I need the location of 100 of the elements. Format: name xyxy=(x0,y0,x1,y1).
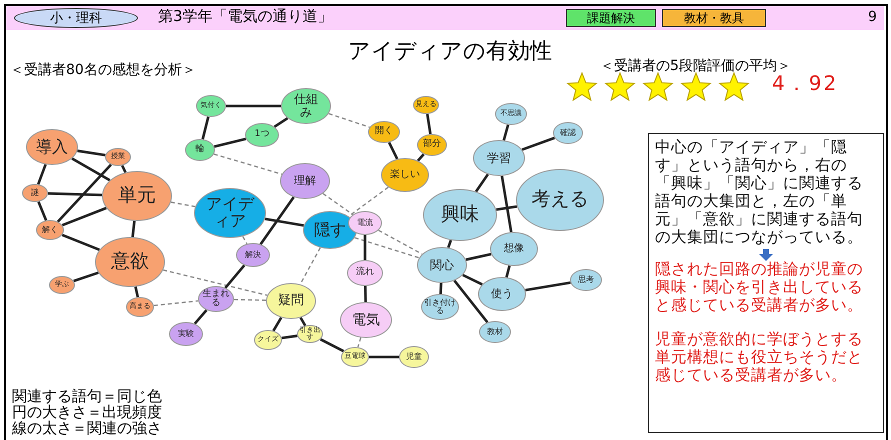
category-tag: 課題解決 xyxy=(566,9,656,27)
heading-text: 9 xyxy=(868,9,877,25)
link-line xyxy=(194,309,208,325)
word-circle xyxy=(340,302,392,338)
link-line xyxy=(388,142,398,160)
title-text: アイディアの有効性 xyxy=(347,38,553,66)
link-line xyxy=(505,265,511,278)
link-line xyxy=(453,280,488,324)
word-label: 教材 xyxy=(487,328,503,336)
dashed-link-line xyxy=(234,298,266,301)
word-circle xyxy=(421,294,459,320)
link-line xyxy=(37,201,48,221)
dashed-link-line xyxy=(348,186,389,217)
word-label: 疑問 xyxy=(278,294,304,308)
word-circle xyxy=(95,237,165,287)
link-line xyxy=(201,116,210,140)
word-label: 理解 xyxy=(294,175,316,187)
link-line xyxy=(131,220,136,238)
dashed-link-line xyxy=(378,230,422,255)
word-circle xyxy=(36,220,64,240)
link-line xyxy=(447,240,452,248)
link-line xyxy=(274,117,288,128)
link-line xyxy=(282,334,298,340)
dashed-link-line xyxy=(170,202,196,208)
word-label: 意欲 xyxy=(111,252,149,272)
dashed-link-line xyxy=(357,337,362,348)
word-label: 興味 xyxy=(441,205,479,225)
comment-box xyxy=(648,133,884,433)
legend-note: 関連する語句＝同じ色 xyxy=(12,388,162,404)
word-circle xyxy=(281,88,331,124)
link-line xyxy=(522,136,556,151)
word-label: 生まれる xyxy=(202,290,230,308)
word-label: 1つ xyxy=(254,130,270,140)
link-line xyxy=(439,282,442,294)
heading-text: 第3学年「電気の通り道」 xyxy=(158,8,333,24)
dashed-link-line xyxy=(322,192,354,216)
link-line xyxy=(264,218,304,227)
comment-text: 隠された回路の推論が児童の興味・関心を引き出していると感じている受講者が多い。 xyxy=(655,260,864,314)
dashed-link-line xyxy=(328,112,370,128)
word-circle xyxy=(570,269,602,291)
word-circle xyxy=(479,321,511,343)
word-circle xyxy=(303,211,357,249)
word-circle xyxy=(49,276,75,294)
heading-text: ＜受講者の5段階評価の平均＞ xyxy=(600,58,791,74)
dashed-link-line xyxy=(162,269,268,296)
link-line xyxy=(299,316,306,326)
word-circle xyxy=(348,211,382,235)
word-circle xyxy=(368,121,400,143)
word-circle xyxy=(495,103,527,125)
dashed-link-line xyxy=(242,236,248,244)
link-line xyxy=(134,286,140,298)
word-circle xyxy=(381,158,429,192)
link-line xyxy=(416,153,425,162)
heading-text: ＜受講者80名の感想を分析＞ xyxy=(10,62,196,78)
link-line xyxy=(36,164,47,185)
legend-note: 円の大きさ＝出現頻度 xyxy=(12,404,162,420)
word-label: 想像 xyxy=(504,244,524,254)
dashed-link-line xyxy=(154,300,198,306)
link-line xyxy=(48,192,102,196)
link-line xyxy=(224,264,246,289)
word-circle xyxy=(105,148,131,166)
link-line xyxy=(73,271,99,282)
link-line xyxy=(77,150,106,156)
legend-note: 線の太さ＝関連の強さ xyxy=(12,420,162,436)
word-label: 電流 xyxy=(357,218,373,228)
link-line xyxy=(320,338,344,352)
link-line xyxy=(121,164,127,173)
word-label: 考える xyxy=(532,190,588,210)
word-label: 確認 xyxy=(560,128,576,138)
link-line xyxy=(364,235,366,260)
link-line xyxy=(364,286,367,302)
link-line xyxy=(56,164,112,223)
dashed-link-line xyxy=(354,237,420,258)
link-line xyxy=(272,316,282,332)
word-circle xyxy=(102,171,172,221)
word-circle xyxy=(347,260,383,286)
word-label: 引き付ける xyxy=(424,298,456,316)
word-label: 楽しい xyxy=(390,170,420,180)
word-circle xyxy=(473,140,525,176)
word-circle xyxy=(490,232,538,266)
word-label: 仕組み xyxy=(293,93,319,119)
word-label: 開く xyxy=(375,127,393,137)
word-label: 流れ xyxy=(356,268,374,278)
rating-value: 4．92 xyxy=(772,75,838,91)
word-label: 謎 xyxy=(31,188,39,198)
category-tag: 教材・教具 xyxy=(662,9,766,27)
link-line xyxy=(71,157,110,182)
word-circle xyxy=(236,243,270,267)
link-line xyxy=(214,138,246,148)
word-label: アイディア xyxy=(205,196,256,230)
word-label: 児童 xyxy=(406,352,422,362)
word-circle xyxy=(417,247,467,283)
word-circle xyxy=(196,95,226,117)
word-label: 思考 xyxy=(578,276,594,284)
word-label: 電気 xyxy=(352,312,380,328)
word-circle xyxy=(22,184,48,202)
word-circle xyxy=(553,122,583,144)
word-circle xyxy=(413,96,439,114)
comment-text: 中心の「アイディア」「隠す」という語句から，右の「興味」「関心」に関連する語句の大集団と，左の「単元」「意欲」に関連する語句の大集団につながっている。 xyxy=(655,138,864,246)
word-circle xyxy=(478,277,526,311)
